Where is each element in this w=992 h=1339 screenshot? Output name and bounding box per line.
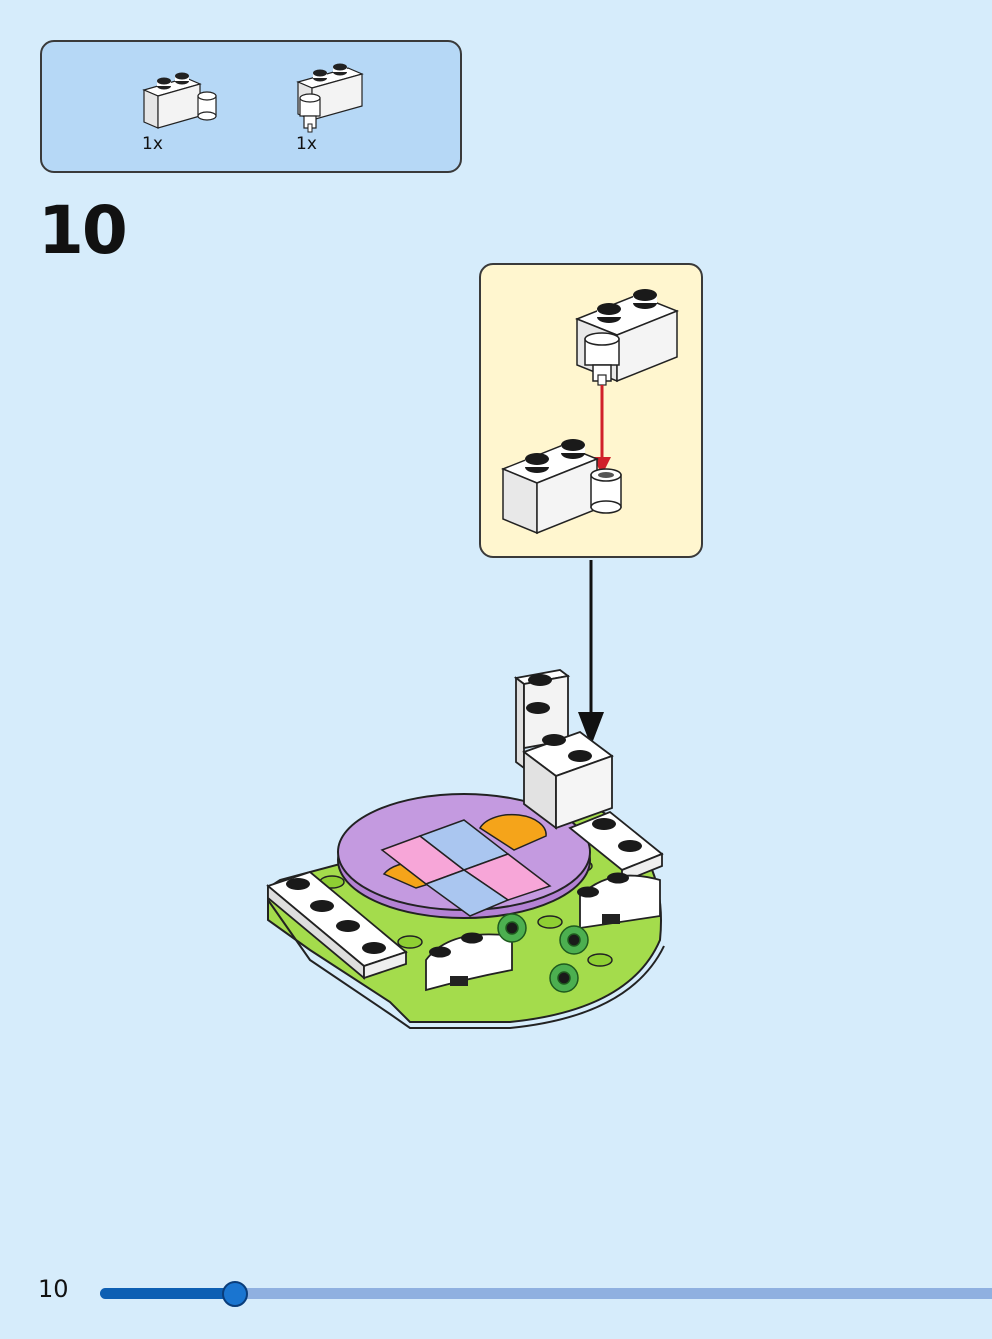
part-item (140, 64, 222, 136)
part-item (294, 60, 372, 136)
white-hinge-brick-with-fork-icon (296, 63, 364, 133)
model-illustration (250, 660, 680, 1044)
step-number: 10 (38, 192, 128, 269)
part-quantity: 1x (142, 134, 163, 154)
sub-assembly-callout (479, 263, 703, 558)
flower-garden-base-model (266, 669, 665, 1029)
hinge-connection-diagram (501, 289, 680, 535)
progress-fill (100, 1288, 234, 1299)
page-number: 10 (38, 1275, 69, 1303)
progress-bar (100, 1281, 992, 1307)
white-hinge-brick-with-finger-icon (142, 72, 217, 129)
parts-list-panel: 1x 1x (40, 40, 462, 173)
part-quantity: 1x (296, 134, 317, 154)
progress-indicator (221, 1281, 248, 1307)
